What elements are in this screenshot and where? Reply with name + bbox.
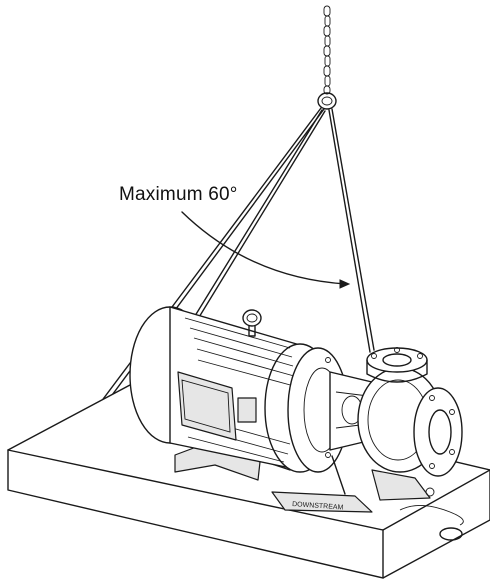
pump-casing <box>357 347 463 501</box>
nameplate-bracket: DOWNSTREAM <box>271 455 373 513</box>
crane-chain <box>323 5 331 95</box>
nameplate-text: DOWNSTREAM <box>292 501 344 512</box>
drain-line <box>399 505 464 526</box>
max-angle-label: Maximum 60° <box>119 184 238 205</box>
angle-indicator <box>181 211 351 289</box>
lifting-hook <box>317 92 337 110</box>
